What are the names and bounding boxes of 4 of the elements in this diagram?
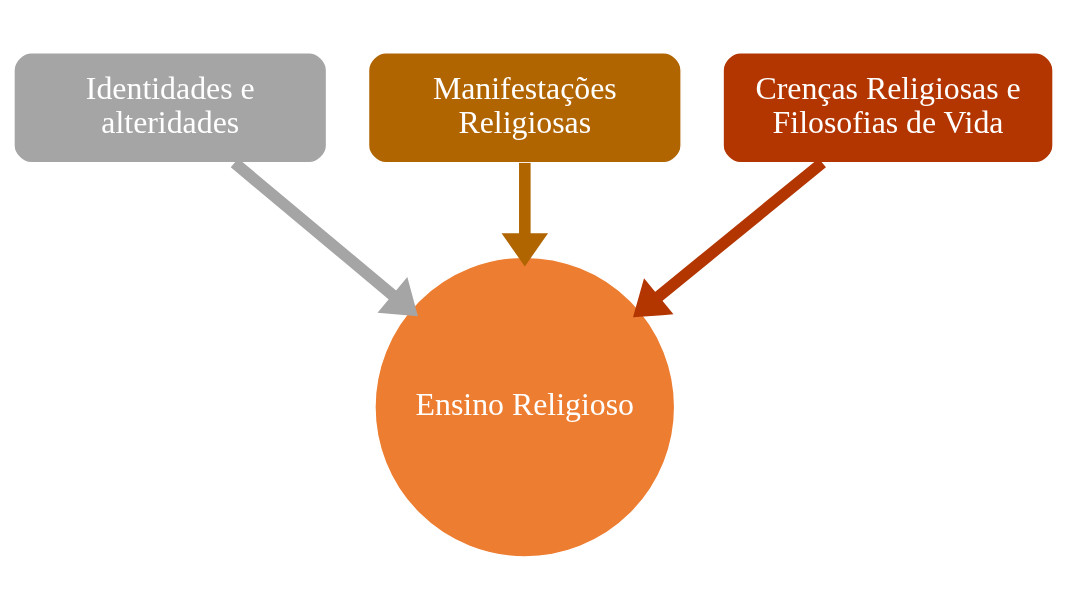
node-box: Identidades e alteridades xyxy=(13,51,328,163)
arrow xyxy=(501,162,549,266)
node-box: Manifestações Religiosas xyxy=(367,51,682,163)
node-box: Crenças Religiosas e Filosofias de Vida xyxy=(722,51,1054,163)
